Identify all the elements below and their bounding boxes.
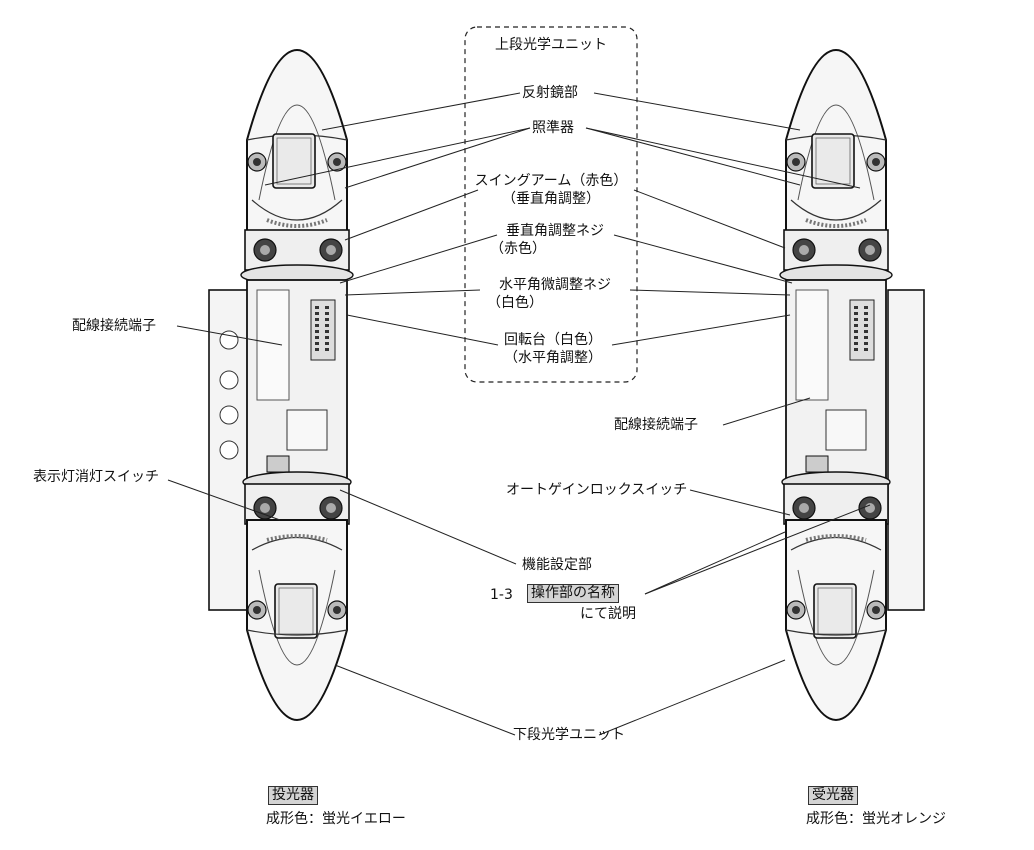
auto-gain-switch-label: オートゲインロックスイッチ — [506, 482, 688, 498]
upper-unit-label: 上段光学ユニット — [495, 37, 607, 53]
lower-unit-label: 下段光学ユニット — [513, 727, 625, 743]
indicator-switch-label: 表示灯消灯スイッチ — [33, 469, 159, 485]
reference-suffix: にて説明 — [580, 606, 636, 622]
transmitter-color: 成形色：蛍光イエロー — [266, 811, 406, 827]
swing-arm-label-2: （垂直角調整） — [502, 191, 600, 207]
vertical-screw-label-1: 垂直角調整ネジ — [506, 223, 604, 239]
receiver-color: 成形色：蛍光オレンジ — [806, 811, 946, 827]
receiver-unit — [778, 48, 925, 722]
wiring-terminal-label-right: 配線接続端子 — [614, 417, 698, 433]
swing-arm-label-1: スイングアーム（赤色） — [474, 173, 628, 189]
wiring-terminal-label-left: 配線接続端子 — [72, 318, 156, 334]
horizontal-screw-label-2: （白色） — [487, 295, 543, 311]
reference-number: 1-3 — [490, 587, 513, 603]
reference-box: 操作部の名称 — [527, 584, 619, 603]
turntable-label-2: （水平角調整） — [504, 350, 602, 366]
upper-unit-group-box — [464, 26, 638, 383]
leader-lines — [167, 92, 871, 736]
transmitter-unit — [208, 48, 355, 722]
horizontal-screw-label-1: 水平角微調整ネジ — [499, 277, 611, 293]
receiver-title: 受光器 — [808, 786, 858, 805]
turntable-label-1: 回転台（白色） — [504, 332, 602, 348]
sight-label: 照準器 — [532, 120, 574, 136]
transmitter-title: 投光器 — [268, 786, 318, 805]
function-setting-label: 機能設定部 — [522, 557, 592, 573]
vertical-screw-label-2: （赤色） — [490, 241, 546, 257]
reflector-label: 反射鏡部 — [522, 85, 578, 101]
